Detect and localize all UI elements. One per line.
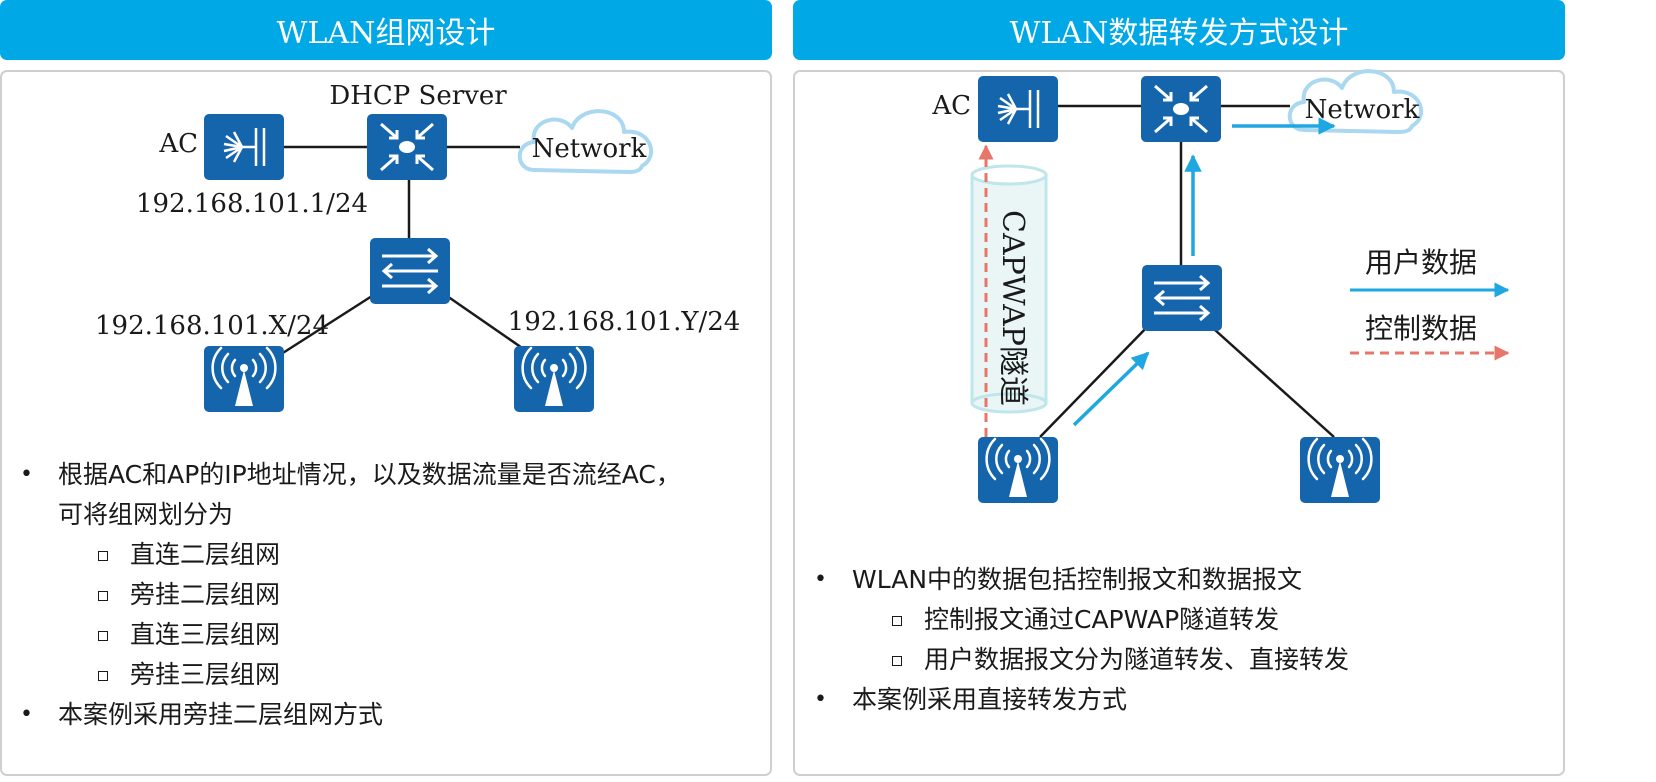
bullet-text: WLAN中的数据包括控制报文和数据报文 [852,565,1303,594]
core-switch-router-icon [1139,74,1223,144]
access-point-icon [976,435,1060,505]
legend-user-data-label: 用户数据 [1365,246,1477,279]
bullet-text: 旁挂二层组网 [130,580,281,609]
ap2-ip-label: 192.168.101.Y/24 [508,307,741,337]
bullet-text: 用户数据报文分为隧道转发、直接转发 [924,645,1350,674]
access-switch-icon [1140,263,1224,333]
dhcp-server-label: DHCP Server [329,81,507,111]
capwap-tunnel [970,164,1048,414]
sub-bullet-item: 直连二层组网 [12,535,757,575]
ac-controller-icon [976,74,1060,144]
link-switch-ap1 [274,294,373,360]
ac-label: AC [931,91,971,121]
bullet-item: WLAN中的数据包括控制报文和数据报文 [806,560,1551,600]
capwap-tunnel-label: CAPWAP隧道 [995,210,1030,406]
bullet-text: 直连二层组网 [130,540,281,569]
left-links [274,145,529,360]
link-switch-ap2 [446,294,529,354]
bullet-text: 控制报文通过CAPWAP隧道转发 [924,605,1280,634]
left-bullet-list: 根据AC和AP的IP地址情况，以及数据流量是否流经AC， 可将组网划分为 直连二… [12,455,757,735]
access-point-icon [202,344,286,414]
sub-bullet-item: 控制报文通过CAPWAP隧道转发 [806,600,1551,640]
legend-control-data-label: 控制数据 [1365,312,1477,345]
access-switch-icon [368,236,452,306]
ap1-ip-label: 192.168.101.X/24 [95,311,329,341]
core-switch-router-icon [365,112,449,182]
ac-controller-icon [202,112,286,182]
right-panel [793,70,1565,776]
ac-label: AC [158,129,198,159]
bullet-text: 本案例采用旁挂二层组网方式 [58,700,384,729]
right-bullet-list: WLAN中的数据包括控制报文和数据报文 控制报文通过CAPWAP隧道转发 用户数… [806,560,1551,720]
bullet-text: 本案例采用直接转发方式 [852,685,1128,714]
bullet-item: 本案例采用旁挂二层组网方式 [12,695,757,735]
ac-ip-label: 192.168.101.1/24 [136,189,368,219]
right-topology: Network AC CAPWAP隧道 用户数据 控制数据 [931,69,1510,505]
sub-bullet-item: 直连三层组网 [12,615,757,655]
user-data-arrow [1072,351,1150,427]
sub-bullet-item: 用户数据报文分为隧道转发、直接转发 [806,640,1551,680]
bullet-item: 根据AC和AP的IP地址情况，以及数据流量是否流经AC， 可将组网划分为 [12,455,757,535]
sub-bullet-item: 旁挂二层组网 [12,575,757,615]
access-point-icon [512,344,596,414]
bullet-text: 可将组网划分为 [58,500,234,529]
link-switch-ap2 [1214,329,1335,438]
left-panel-title: WLAN组网设计 [0,0,772,60]
right-links [1039,104,1335,438]
bullet-text: 旁挂三层组网 [130,660,281,689]
left-topology: Network DHCP Server AC 192.168.101.1/24 … [95,81,741,414]
link-switch-ap1 [1039,322,1152,438]
left-panel [0,70,772,776]
bullet-item: 本案例采用直接转发方式 [806,680,1551,720]
sub-bullet-item: 旁挂三层组网 [12,655,757,695]
bullet-text: 根据AC和AP的IP地址情况，以及数据流量是否流经AC， [58,460,681,489]
bullet-text: 直连三层组网 [130,620,281,649]
right-panel-title: WLAN数据转发方式设计 [793,0,1565,60]
network-label: Network [532,134,647,164]
access-point-icon [1298,435,1382,505]
network-label: Network [1305,95,1420,125]
